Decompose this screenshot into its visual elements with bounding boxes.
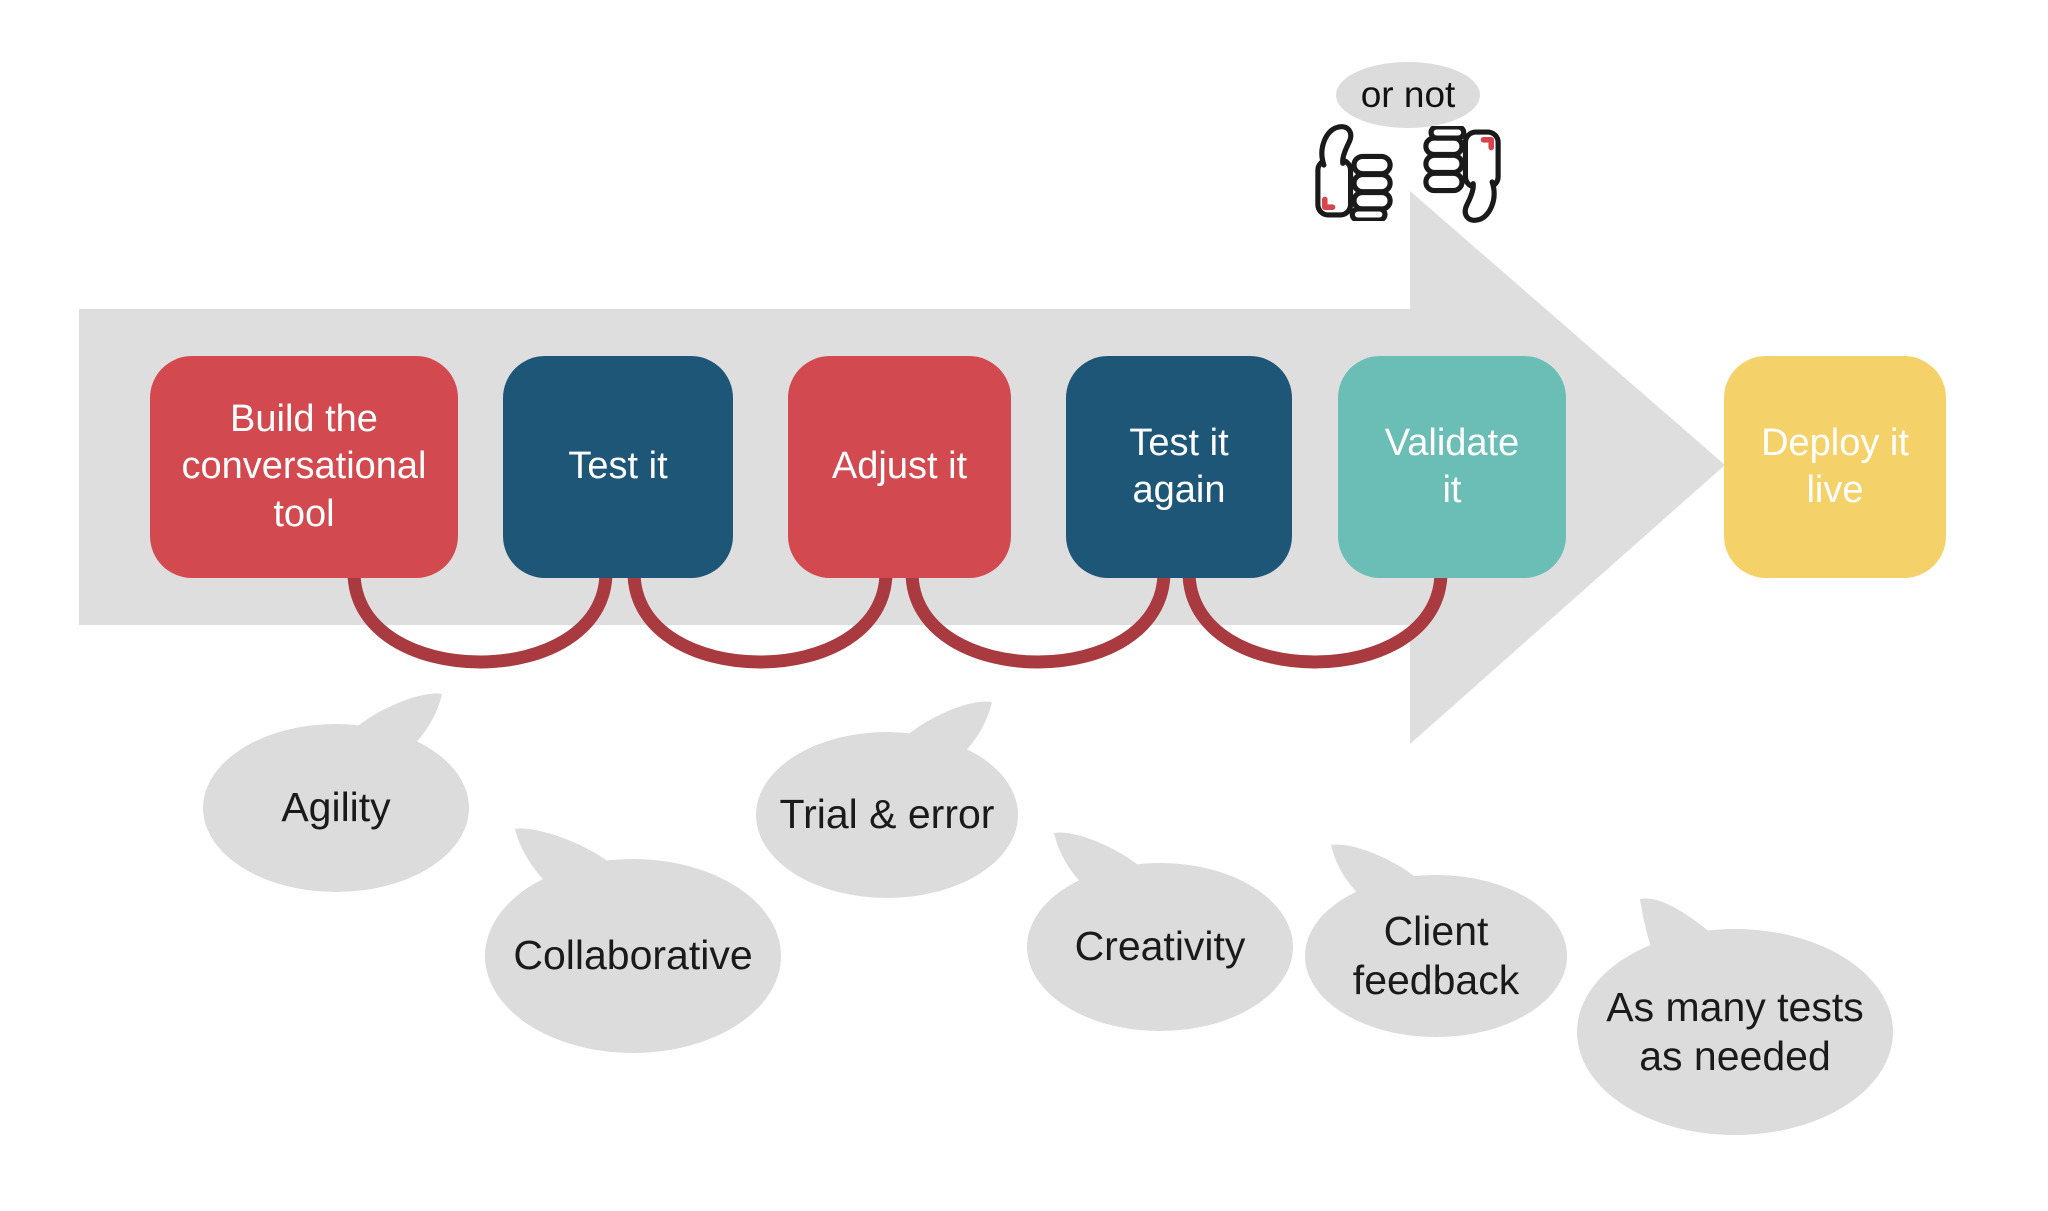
bubble-as-many-tests [1577, 929, 1893, 1135]
step-box-test: Test it [503, 356, 733, 578]
finger [1351, 171, 1393, 195]
step-box-validate: Validate it [1338, 356, 1566, 578]
step-box-build: Build the conversational tool [150, 356, 458, 578]
bubble-label-client-feedback: Client feedback [1352, 907, 1520, 1003]
arrow-head [1410, 191, 1725, 744]
finger [1423, 152, 1465, 176]
thumbs-up-icon [1315, 124, 1393, 221]
thumb [1462, 179, 1497, 223]
step-box-deploy: Deploy it live [1724, 356, 1946, 578]
bubble-label-creativity: Creativity [1074, 923, 1246, 970]
bubble-collaborative [485, 859, 781, 1053]
step-box-test-again: Test it again [1066, 356, 1292, 578]
finger [1351, 153, 1393, 177]
loop-connector-2 [627, 571, 893, 669]
loop-connector-3 [905, 571, 1171, 669]
bubble-client-feedback [1305, 875, 1567, 1037]
thumb-accent [1321, 196, 1336, 210]
finger [1349, 206, 1388, 221]
bubble-agility [203, 724, 469, 892]
bubble-trial-error [756, 732, 1018, 898]
bubble-label-trial-error: Trial & error [779, 791, 995, 838]
bubble-label-collaborative: Collaborative [513, 932, 753, 979]
bubble-creativity [1027, 863, 1293, 1031]
or-not-bubble [1336, 62, 1480, 128]
thumb [1319, 124, 1354, 168]
thumbs-down-icon [1423, 126, 1501, 223]
or-not-label: or not [1360, 74, 1456, 115]
step-box-adjust: Adjust it [788, 356, 1011, 578]
finger [1428, 126, 1467, 141]
bubble-label-as-many-tests: As many tests as needed [1606, 983, 1864, 1079]
thumb-accent [1480, 137, 1495, 151]
loop-connector-1 [347, 571, 613, 669]
loop-connector-4 [1182, 571, 1448, 669]
bubble-label-agility: Agility [281, 784, 391, 831]
finger [1423, 170, 1465, 194]
